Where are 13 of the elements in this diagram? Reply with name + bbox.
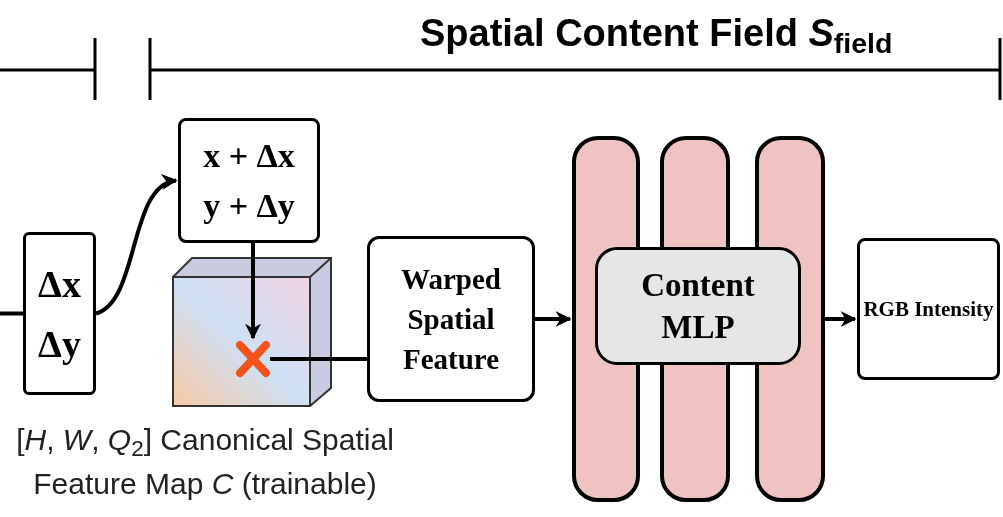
arrow	[825, 311, 857, 327]
arrow	[95, 177, 178, 316]
arrow	[245, 243, 261, 340]
offset-box: Δx Δy	[23, 232, 96, 395]
connector-line	[0, 311, 23, 316]
mlp-box: Content MLP	[595, 247, 801, 365]
connector-line	[270, 357, 367, 361]
title: Spatial Content Field S$_{field}$	[420, 11, 893, 58]
feature-box: Warped Spatial Feature	[367, 236, 535, 402]
output-box: RGB Intensity	[857, 238, 1000, 380]
coordinate-box: x + Δx y + Δy	[178, 118, 320, 243]
node-caption: [H, W, Q$_{2}$] Canonical Spatial Feature Map C (trainable)	[15, 422, 395, 502]
arrow	[535, 311, 572, 327]
